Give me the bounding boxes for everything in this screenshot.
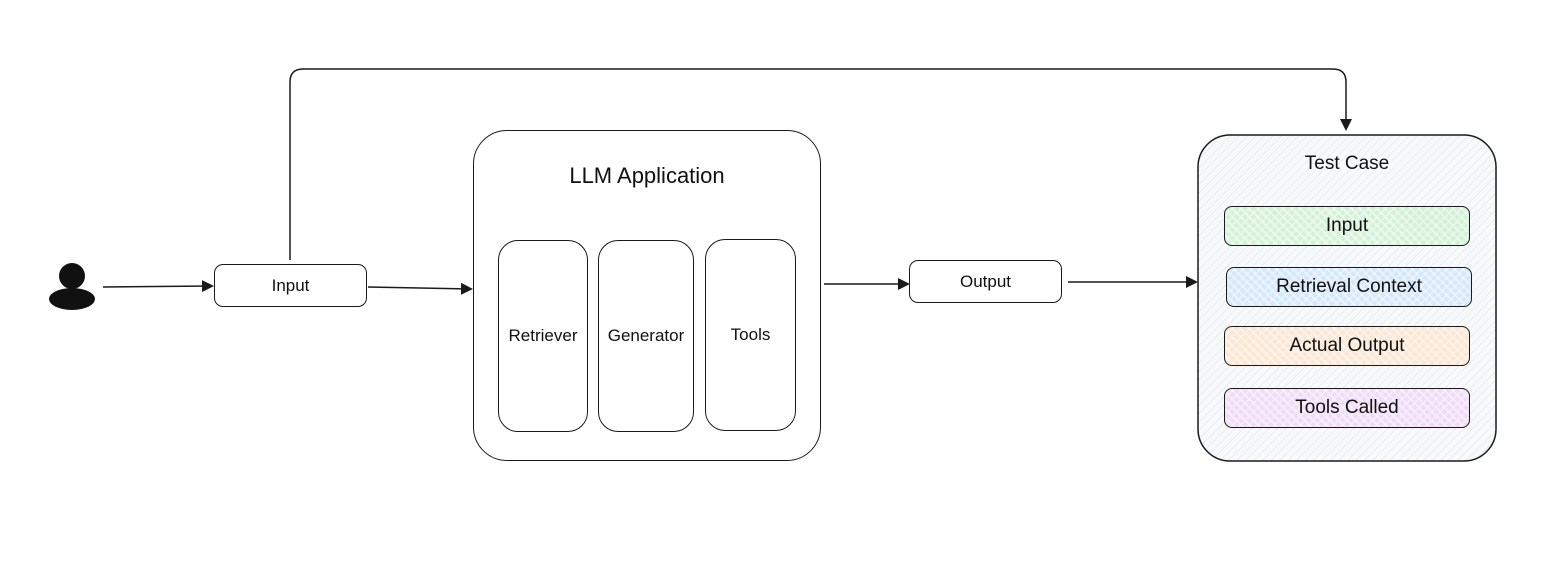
arrow-input-to-llm: [367, 282, 473, 295]
input-box: Input: [214, 264, 367, 307]
user-icon: [49, 263, 95, 310]
generator-label: Generator: [607, 326, 685, 345]
arrow-input-to-testcase: [289, 68, 1352, 260]
test-case-field-input: Input: [1224, 206, 1470, 246]
test-case-field-tools-called-label: Tools Called: [1295, 397, 1399, 418]
retriever-component: Retriever: [498, 240, 588, 432]
test-case-field-actual-output-label: Actual Output: [1289, 335, 1405, 356]
test-case-field-tools-called: Tools Called: [1224, 388, 1470, 428]
output-box: Output: [909, 260, 1062, 303]
tools-component: Tools: [705, 239, 796, 431]
test-case-field-retrieval-context: Retrieval Context: [1226, 267, 1472, 307]
test-case-field-retrieval-context-label: Retrieval Context: [1276, 276, 1422, 297]
generator-component: Generator: [598, 240, 694, 432]
output-box-label: Output: [959, 271, 1012, 291]
tools-label: Tools: [730, 325, 771, 344]
test-case-field-input-label: Input: [1325, 215, 1369, 236]
input-box-label: Input: [271, 275, 310, 295]
llm-application-title: LLM Application: [569, 163, 725, 188]
arrow-user-to-input: [102, 280, 214, 293]
test-case-title: Test Case: [1304, 153, 1390, 174]
test-case-field-actual-output: Actual Output: [1224, 326, 1470, 366]
retriever-label: Retriever: [508, 326, 578, 345]
